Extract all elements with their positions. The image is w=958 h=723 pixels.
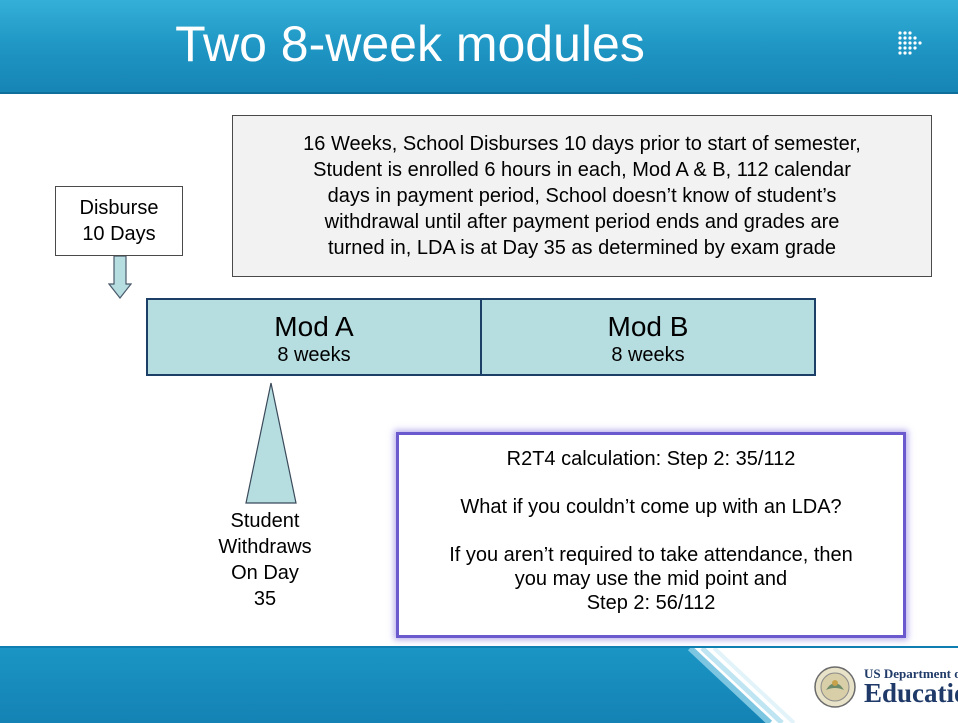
info-line: 16 Weeks, School Disburses 10 days prior… <box>303 133 861 155</box>
calculation-box: R2T4 calculation: Step 2: 35/112 What if… <box>396 432 906 638</box>
us-dept-education-logo: US Department of Education <box>814 666 958 708</box>
calc-note-line: If you aren’t required to take attendanc… <box>449 544 853 566</box>
header-bar <box>0 0 958 92</box>
calc-question: What if you couldn’t come up with an LDA… <box>460 496 842 518</box>
calc-note-line: you may use the mid point and <box>514 568 788 590</box>
logo-text-big: Education <box>864 678 958 708</box>
disburse-label: Disburse <box>79 197 159 219</box>
withdraw-line: Student <box>230 510 300 532</box>
module-b-box: Mod B 8 weeks <box>480 298 816 376</box>
logo-text-small: US Department of <box>864 666 958 681</box>
module-a-length: 8 weeks <box>277 344 351 366</box>
withdrawal-marker-icon <box>245 382 297 504</box>
module-a-name: Mod A <box>274 311 354 342</box>
withdraw-line: 35 <box>253 588 277 610</box>
withdraw-label: Student Withdraws On Day 35 <box>200 508 330 612</box>
module-a-box: Mod A 8 weeks <box>146 298 482 376</box>
dot-grid-logo-icon <box>898 31 922 55</box>
calc-alt-step: Step 2: 56/112 <box>586 592 716 614</box>
header-divider <box>0 92 958 94</box>
seal-icon <box>814 666 856 708</box>
down-arrow-icon <box>108 256 132 299</box>
footer-divider <box>0 646 958 649</box>
withdraw-line: On Day <box>231 562 299 584</box>
withdraw-line: Withdraws <box>218 536 312 558</box>
info-line: withdrawal until after payment period en… <box>324 211 840 233</box>
calc-step: R2T4 calculation: Step 2: 35/112 <box>506 448 796 470</box>
scenario-info-box: 16 Weeks, School Disburses 10 days prior… <box>232 115 932 277</box>
disburse-box: Disburse 10 Days <box>55 186 183 256</box>
info-line: Student is enrolled 6 hours in each, Mod… <box>313 159 851 181</box>
module-b-name: Mod B <box>607 311 689 342</box>
disburse-days: 10 Days <box>82 223 156 245</box>
info-line: turned in, LDA is at Day 35 as determine… <box>327 237 837 259</box>
info-line: days in payment period, School doesn’t k… <box>327 185 837 207</box>
slide-title: Two 8-week modules <box>175 16 645 72</box>
module-b-length: 8 weeks <box>611 344 685 366</box>
